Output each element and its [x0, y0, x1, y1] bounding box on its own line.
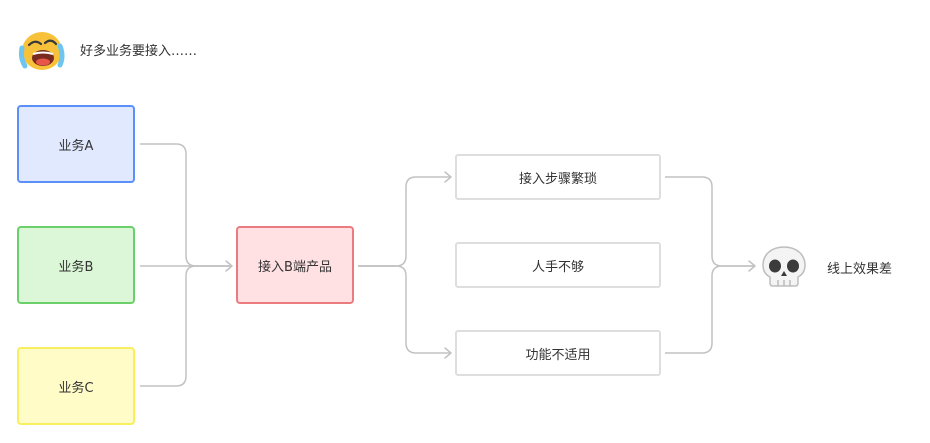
connector-issue-1-out	[665, 176, 755, 267]
connector-issue-3-out	[665, 265, 755, 354]
business-node-c-label: 业务C	[58, 380, 94, 396]
issue-node-1: 接入步骤繁琐	[455, 154, 661, 200]
arrowhead-product	[225, 260, 233, 272]
business-node-a-label: 业务A	[58, 138, 94, 154]
header-text: 好多业务要接入……	[80, 44, 198, 59]
arrowhead-issue-1	[444, 171, 452, 183]
issue-node-3: 功能不适用	[455, 330, 661, 376]
connector-issue-3	[358, 265, 451, 354]
product-node-label: 接入B端产品	[258, 259, 332, 275]
issue-node-2-label: 人手不够	[531, 259, 584, 275]
issue-node-3-label: 功能不适用	[525, 347, 591, 363]
skull-icon	[762, 246, 806, 287]
arrowhead-issue-3	[444, 347, 452, 359]
connector-biz-a	[140, 143, 232, 267]
business-node-b: 业务B	[17, 226, 135, 304]
result-label: 线上效果差	[827, 262, 893, 277]
issue-node-1-label: 接入步骤繁琐	[518, 171, 597, 187]
issue-node-2: 人手不够	[455, 242, 661, 288]
arrowhead-result	[748, 260, 756, 272]
business-node-a: 业务A	[17, 105, 135, 183]
business-node-c: 业务C	[17, 347, 135, 425]
connector-issue-1	[358, 176, 451, 267]
business-node-b-label: 业务B	[58, 259, 94, 275]
product-node: 接入B端产品	[236, 226, 354, 304]
crying-face-icon	[18, 32, 65, 70]
connector-biz-c	[140, 265, 232, 387]
